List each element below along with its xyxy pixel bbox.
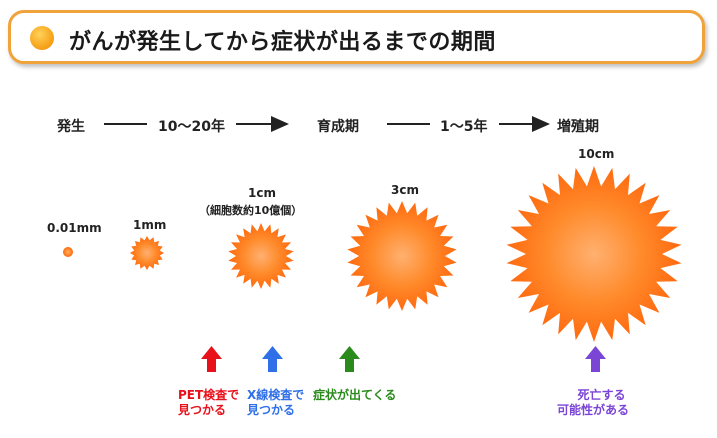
note-pet-line1: PET検査で xyxy=(178,388,240,402)
tumor-0-01mm xyxy=(63,247,73,257)
tumor-1cm xyxy=(228,223,294,289)
note-pet: PET検査で 見つかる xyxy=(178,388,239,418)
up-arrow-death-icon xyxy=(585,346,606,372)
note-xray: X線検査で 見つかる xyxy=(247,388,304,418)
note-pet-line2: 見つかる xyxy=(178,403,227,417)
size-label-0-01mm: 0.01mm xyxy=(47,221,102,235)
cell-count-label: （細胞数約10億個） xyxy=(199,204,303,217)
note-symptom: 症状が出てくる xyxy=(313,388,396,403)
period-label-1: 10〜20年 xyxy=(158,119,225,135)
note-death-line1: 死亡する xyxy=(577,388,626,402)
stage-onset-label: 発生 xyxy=(57,119,85,135)
up-arrow-xray-icon xyxy=(262,346,283,372)
stage-growth-label: 育成期 xyxy=(317,119,359,135)
note-xray-line2: 見つかる xyxy=(247,403,296,417)
note-death: 死亡する 可能性がある xyxy=(557,388,629,418)
note-symptom-line1: 症状が出てくる xyxy=(313,388,397,402)
up-arrow-symptom-icon xyxy=(339,346,360,372)
note-xray-line1: X線検査で xyxy=(247,388,305,402)
page-title: がんが発生してから症状が出るまでの期間 xyxy=(69,30,496,55)
size-label-10cm: 10cm xyxy=(578,147,615,161)
size-label-1cm: 1cm xyxy=(248,186,276,200)
size-label-3cm: 3cm xyxy=(391,183,419,197)
title-banner: がんが発生してから症状が出るまでの期間 xyxy=(8,10,705,64)
stage-proliferation-label: 増殖期 xyxy=(557,119,599,135)
up-arrow-pet-icon xyxy=(201,346,222,372)
tumor-1mm xyxy=(130,236,164,270)
tumor-10cm xyxy=(506,166,682,342)
orange-circle-icon xyxy=(30,26,54,50)
period-label-2: 1〜5年 xyxy=(440,119,488,135)
size-label-1mm: 1mm xyxy=(133,218,167,232)
tumor-3cm xyxy=(347,201,457,311)
note-death-line2: 可能性がある xyxy=(557,403,630,417)
